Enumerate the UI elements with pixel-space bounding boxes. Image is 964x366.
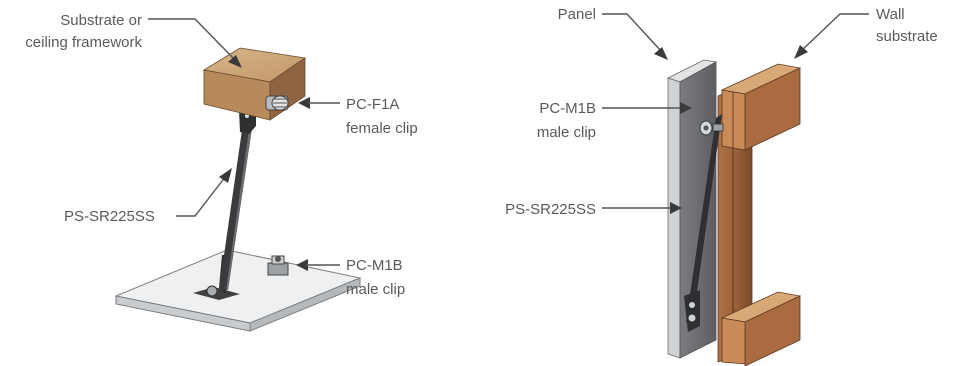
left-assembly — [114, 47, 362, 332]
wall-substrate — [717, 63, 802, 366]
male-clip-label-left-line2: male clip — [346, 281, 405, 298]
arrow-icon — [794, 45, 808, 59]
callout-rod-right: PS-SR225SS — [505, 201, 682, 218]
arrow-icon — [680, 102, 692, 114]
suspension-rod-right — [684, 114, 722, 332]
arrow-icon — [654, 47, 668, 60]
substrate-label-line1: Substrate or — [60, 12, 142, 29]
substrate-label-line2: ceiling framework — [25, 34, 142, 51]
arrow-icon — [296, 259, 308, 271]
base-plate — [114, 249, 362, 332]
suspension-rod-left — [219, 128, 252, 290]
callout-female-clip: PC-F1A female clip — [298, 96, 418, 137]
rod-label-left: PS-SR225SS — [64, 208, 155, 225]
male-clip-left — [267, 255, 289, 276]
male-clip-label-right-line2: male clip — [537, 124, 596, 141]
female-clip-left — [265, 95, 289, 111]
arrow-icon — [228, 55, 242, 68]
female-clip-label-line1: PC-F1A — [346, 96, 399, 113]
right-assembly — [666, 59, 802, 366]
wall-label-line1: Wall — [876, 6, 905, 23]
panel-label: Panel — [558, 6, 596, 23]
arrow-icon — [670, 202, 682, 214]
female-clip-label-line2: female clip — [346, 120, 418, 137]
male-clip-label-left-line1: PC-M1B — [346, 257, 403, 274]
substrate-block — [202, 47, 307, 121]
arrow-icon — [298, 97, 310, 109]
panel — [666, 59, 718, 359]
callout-substrate: Substrate or ceiling framework — [25, 12, 242, 68]
arrow-icon — [219, 168, 232, 183]
rod-label-right: PS-SR225SS — [505, 201, 596, 218]
callout-male-clip-left: PC-M1B male clip — [296, 257, 405, 298]
callout-rod-left: PS-SR225SS — [64, 168, 232, 225]
wall-label-line2: substrate — [876, 28, 938, 45]
callout-wall-substrate: Wall substrate — [794, 6, 938, 59]
male-clip-label-right-line1: PC-M1B — [539, 100, 596, 117]
callout-male-clip-right: PC-M1B male clip — [537, 100, 692, 141]
male-clip-right — [699, 120, 724, 136]
callout-panel: Panel — [558, 6, 668, 60]
